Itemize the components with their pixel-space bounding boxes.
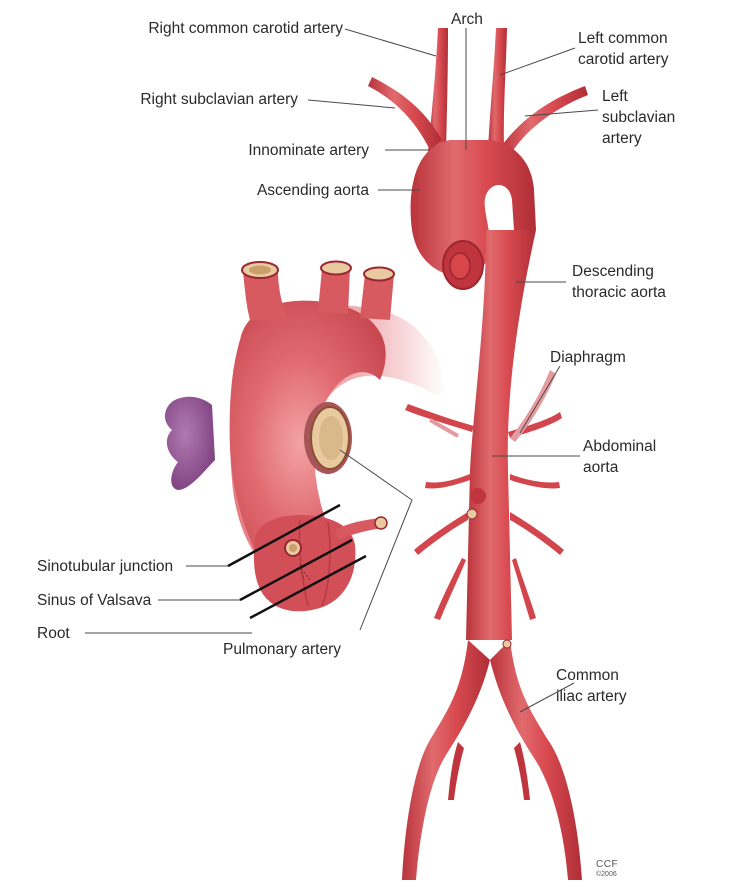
label-descending-thoracic: Descending thoracic aorta — [572, 261, 666, 303]
label-left-subclavian-line3: artery — [602, 130, 642, 147]
label-common-iliac-line1: Common — [556, 667, 619, 684]
label-common-iliac-line2: iliac artery — [556, 688, 627, 705]
innominate-stub — [243, 272, 288, 322]
label-diaphragm: Diaphragm — [550, 349, 626, 366]
aortic-arch-vessel — [410, 140, 536, 278]
pulmonary-vein — [164, 396, 215, 490]
label-innominate: Innominate artery — [248, 142, 369, 159]
label-left-common-carotid-line2: carotid artery — [578, 51, 669, 68]
label-root: Root — [37, 625, 70, 642]
label-left-subclavian-line1: Left — [602, 88, 628, 105]
sinotubular-level-line — [227, 503, 341, 568]
label-left-subclavian-line2: subclavian — [602, 109, 676, 126]
right-common-carotid-vessel — [428, 28, 448, 152]
label-descending-thoracic-line2: thoracic aorta — [572, 284, 666, 301]
label-sinotubular-junction: Sinotubular junction — [37, 558, 174, 575]
label-descending-thoracic-line1: Descending — [572, 263, 654, 280]
label-arch: Arch — [451, 11, 483, 28]
credit-mark: CCF ©2006 — [596, 860, 618, 880]
credit-logo: CCF — [596, 859, 619, 870]
descending-aorta-vessel — [466, 230, 536, 640]
label-left-subclavian: Left subclavian artery — [602, 86, 675, 149]
subclavian-stub — [360, 274, 394, 320]
label-right-common-carotid: Right common carotid artery — [148, 20, 343, 37]
common-iliac-vessel-left — [402, 640, 490, 880]
label-abdominal-aorta: Abdominal aorta — [583, 436, 656, 478]
left-subclavian-vessel — [500, 86, 588, 152]
label-left-common-carotid-line1: Left common — [578, 30, 668, 47]
label-right-subclavian: Right subclavian artery — [140, 91, 298, 108]
label-sinus-of-valsalva: Sinus of Valsava — [37, 592, 152, 609]
leader-lines — [85, 28, 599, 713]
left-common-carotid-vessel — [488, 28, 507, 150]
carotid-stub — [318, 268, 350, 314]
right-subclavian-vessel — [368, 77, 442, 150]
credit-year: ©2006 — [596, 871, 617, 878]
label-abdominal-aorta-line1: Abdominal — [583, 438, 657, 455]
label-left-common-carotid: Left common carotid artery — [578, 28, 668, 70]
sinus-level-line — [239, 538, 353, 602]
main-aorta — [368, 28, 588, 880]
label-pulmonary-artery: Pulmonary artery — [223, 641, 342, 658]
label-abdominal-aorta-line2: aorta — [583, 459, 619, 476]
common-iliac-vessel-right — [490, 640, 582, 880]
label-ascending-aorta: Ascending aorta — [256, 182, 369, 199]
aortic-root-inset — [164, 260, 446, 620]
root-level-line — [249, 554, 367, 620]
label-common-iliac: Common iliac artery — [556, 665, 627, 707]
diaphragm-crus — [510, 370, 556, 442]
